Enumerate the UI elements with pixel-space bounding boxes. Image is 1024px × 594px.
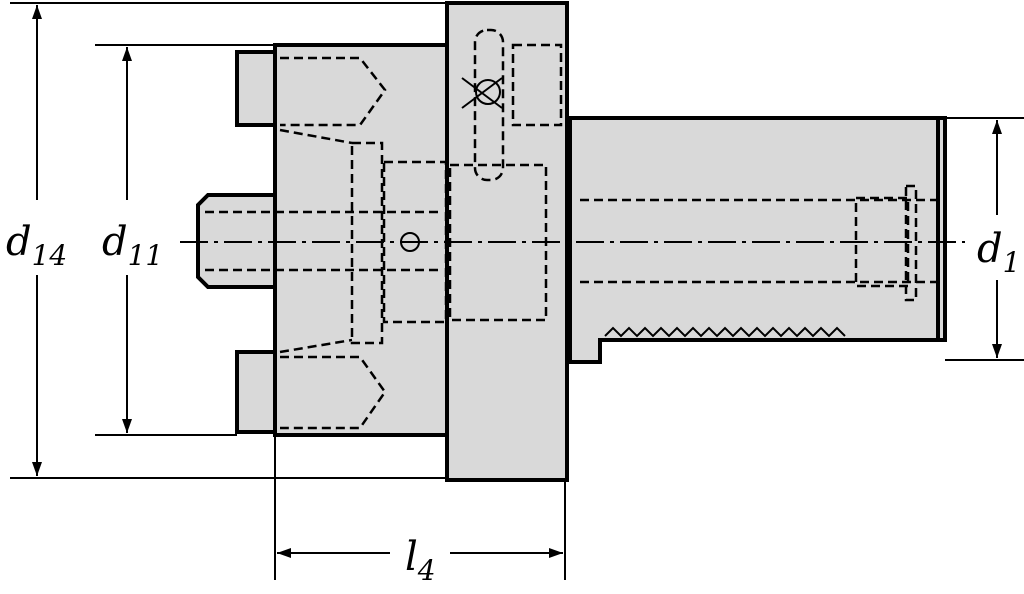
dimension-d1: d1 — [945, 117, 1024, 361]
dimension-d11: d11 — [95, 44, 275, 436]
svg-text:d14: d14 — [6, 219, 67, 272]
shank — [568, 116, 947, 364]
dimension-d14: d14 — [6, 2, 447, 479]
svg-text:d1: d1 — [977, 226, 1020, 279]
svg-text:l4: l4 — [405, 534, 436, 587]
dimension-l4: l4 — [274, 435, 566, 587]
body — [196, 43, 449, 437]
svg-text:d11: d11 — [102, 219, 163, 272]
jaw-top — [235, 50, 277, 127]
thread — [604, 326, 846, 338]
jaw-bottom — [235, 350, 277, 434]
